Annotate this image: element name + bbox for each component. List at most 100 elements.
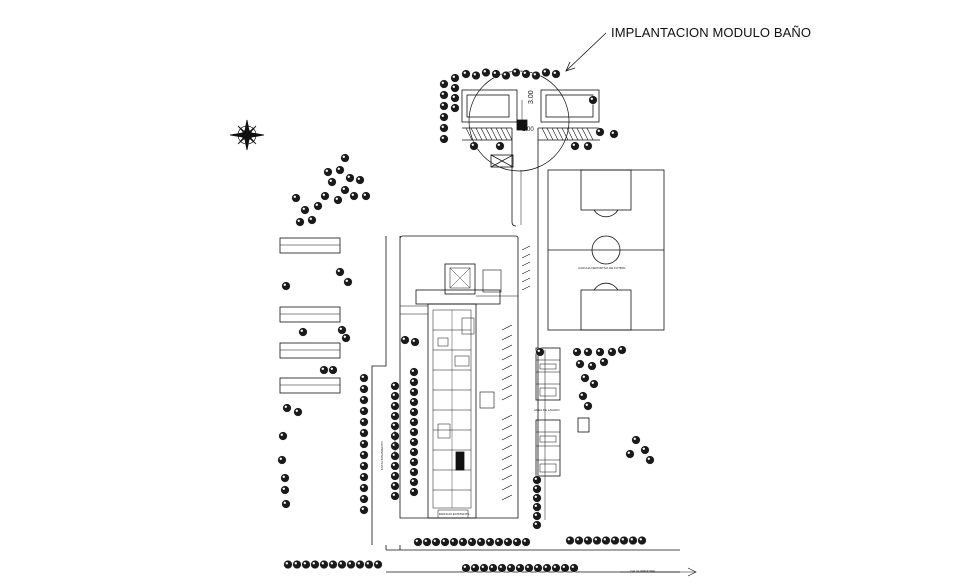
tree-highlight: [597, 349, 600, 352]
tree-icon: [560, 563, 570, 573]
tree-highlight: [285, 562, 288, 565]
tree-highlight: [392, 413, 395, 416]
tree-highlight: [361, 430, 364, 433]
access-road: [371, 128, 680, 573]
tree-highlight: [574, 349, 577, 352]
tree-icon: [580, 373, 590, 383]
tree-highlight: [463, 565, 466, 568]
tree-highlight: [392, 383, 395, 386]
tree-highlight: [441, 103, 444, 107]
tree-highlight: [553, 71, 556, 75]
tree-icon: [359, 494, 369, 504]
tree-icon: [355, 560, 365, 570]
block-label: AREA DE LAVADO: [534, 408, 560, 412]
tree-highlight: [487, 539, 490, 542]
tree-icon: [625, 449, 635, 459]
tree-highlight: [300, 329, 303, 332]
tree-icon: [531, 70, 541, 80]
tree-icon: [359, 373, 369, 383]
tree-icon: [532, 511, 542, 521]
tree-icon: [390, 381, 400, 391]
callout-leader: [468, 32, 607, 172]
tree-highlight: [361, 485, 364, 488]
tree-icon: [291, 193, 301, 203]
tree-highlight: [517, 565, 520, 568]
tree-icon: [319, 365, 329, 375]
tree-highlight: [452, 75, 455, 79]
tree-highlight: [647, 457, 650, 460]
tree-highlight: [392, 443, 395, 446]
tree-icon: [506, 563, 516, 573]
tree-highlight: [621, 538, 624, 541]
tree-icon: [409, 397, 419, 407]
tree-icon: [637, 536, 647, 546]
tree-icon: [491, 69, 501, 79]
tree-highlight: [478, 539, 481, 542]
tree-icon: [359, 406, 369, 416]
tree-icon: [359, 483, 369, 493]
tree-highlight: [309, 217, 312, 220]
tree-highlight: [392, 423, 395, 426]
tree-highlight: [503, 73, 506, 76]
tree-highlight: [534, 495, 537, 498]
tree-icon: [570, 141, 580, 151]
tree-icon: [409, 417, 419, 427]
tree-icon: [390, 431, 400, 441]
tree-highlight: [361, 474, 364, 477]
tree-icon: [409, 407, 419, 417]
left-parking-bays: [279, 237, 341, 394]
tree-icon: [333, 195, 343, 205]
tree-icon: [323, 167, 333, 177]
tree-highlight: [361, 496, 364, 499]
tree-icon: [595, 127, 605, 137]
tree-highlight: [347, 175, 350, 178]
tree-highlight: [392, 493, 395, 496]
tree-icon: [390, 411, 400, 421]
tree-highlight: [441, 125, 444, 128]
tree-highlight: [342, 187, 345, 190]
tree-icon: [390, 441, 400, 451]
tree-highlight: [411, 429, 414, 432]
tree-icon: [313, 201, 323, 211]
tree-icon: [359, 450, 369, 460]
tree-icon: [450, 93, 460, 103]
tree-highlight: [567, 538, 570, 541]
tree-icon: [476, 537, 486, 547]
tree-icon: [345, 173, 355, 183]
tree-icon: [479, 563, 489, 573]
tree-highlight: [294, 562, 297, 565]
tree-highlight: [513, 70, 516, 73]
tree-highlight: [441, 92, 444, 96]
tree-highlight: [411, 399, 414, 402]
tree-icon: [283, 560, 293, 570]
tree-icon: [532, 502, 542, 512]
tree-icon: [390, 421, 400, 431]
tree-icon: [413, 537, 423, 547]
tree-highlight: [361, 386, 364, 389]
tree-icon: [461, 563, 471, 573]
tree-icon: [575, 359, 585, 369]
tree-icon: [359, 505, 369, 515]
field-label: CANCHA DEPORTIVA DE FUTBOL: [578, 266, 626, 270]
tree-icon: [359, 439, 369, 449]
tree-highlight: [348, 562, 351, 565]
parking-label: ESTACIONAMIENTO: [380, 441, 384, 470]
tree-icon: [373, 560, 383, 570]
tree-icon: [583, 347, 593, 357]
tree-highlight: [295, 409, 298, 412]
tree-highlight: [497, 143, 500, 146]
bathroom-module-area: [461, 89, 600, 168]
tree-highlight: [392, 463, 395, 466]
tree-icon: [470, 563, 480, 573]
tree-highlight: [357, 562, 360, 565]
tree-highlight: [523, 71, 526, 75]
tree-icon: [628, 536, 638, 546]
tree-highlight: [601, 359, 604, 362]
tree-highlight: [411, 489, 414, 492]
tree-highlight: [452, 95, 455, 99]
tree-icon: [532, 493, 542, 503]
dimension-label: 3.00: [528, 90, 535, 104]
tree-icon: [532, 484, 542, 494]
tree-icon: [511, 67, 521, 77]
